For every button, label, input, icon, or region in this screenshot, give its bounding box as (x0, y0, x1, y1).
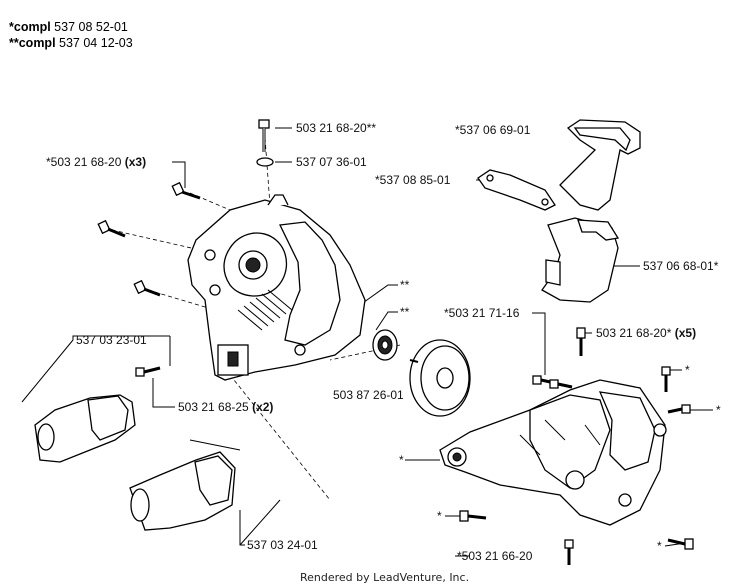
screw-left-upper (171, 181, 201, 200)
label-p12: 503 21 68-25 (x2) (178, 400, 273, 414)
screw-right-d (661, 366, 671, 392)
label-p14: * (685, 363, 690, 377)
bearing (372, 329, 398, 361)
label-p19: *503 21 66-20 (457, 549, 533, 563)
part-labels: 503 21 68-20** 537 07 36-01 *503 21 68-2… (46, 121, 721, 563)
label-p11: 537 03 23-01 (76, 333, 147, 347)
label-p6: 537 06 68-01* (643, 259, 719, 273)
label-p16: * (399, 453, 404, 467)
crankcase-right (439, 379, 667, 526)
gasket-plate (477, 169, 556, 211)
label-p10: 503 21 68-20* (x5) (596, 326, 696, 340)
label-p13: 503 87 26-01 (333, 388, 404, 402)
cover-lower (541, 217, 620, 303)
label-p2: 537 07 36-01 (296, 155, 367, 169)
screw-right-e (667, 404, 691, 414)
circlip (256, 157, 274, 167)
cover-top (559, 119, 641, 211)
label-p9: *503 21 71-16 (444, 306, 520, 320)
bracket-lines (21, 336, 281, 546)
screw-right-b (549, 379, 573, 389)
label-p15: * (716, 403, 721, 417)
label-p8: ** (400, 305, 410, 319)
label-p17: * (437, 509, 442, 523)
crankcase-half (187, 194, 366, 381)
label-p3: *503 21 68-20 (x3) (46, 155, 146, 169)
screw-left-mid (97, 219, 126, 238)
clutch-drum (409, 339, 471, 417)
screw-left-low (133, 279, 161, 297)
clamp-lower (129, 451, 236, 531)
label-p5: *537 08 85-01 (375, 173, 451, 187)
screw-right-c (576, 327, 586, 356)
screw-bottom-b (564, 539, 574, 565)
label-p20: * (657, 539, 662, 553)
header-line-1: *compl 537 08 52-01 (9, 20, 128, 34)
screw-bottom-c (667, 538, 694, 550)
label-p18: 537 03 24-01 (247, 538, 318, 552)
screw-bottom-a (459, 510, 487, 522)
screw-top (258, 119, 270, 152)
label-p1: 503 21 68-20** (296, 121, 376, 135)
label-p4: *537 06 69-01 (455, 123, 531, 137)
screw-x2 (135, 366, 161, 377)
header-line-2: **compl 537 04 12-03 (9, 36, 133, 50)
label-p7: ** (400, 278, 410, 292)
footer-credit: Rendered by LeadVenture, Inc. (300, 571, 469, 584)
clamp-upper (34, 394, 136, 463)
